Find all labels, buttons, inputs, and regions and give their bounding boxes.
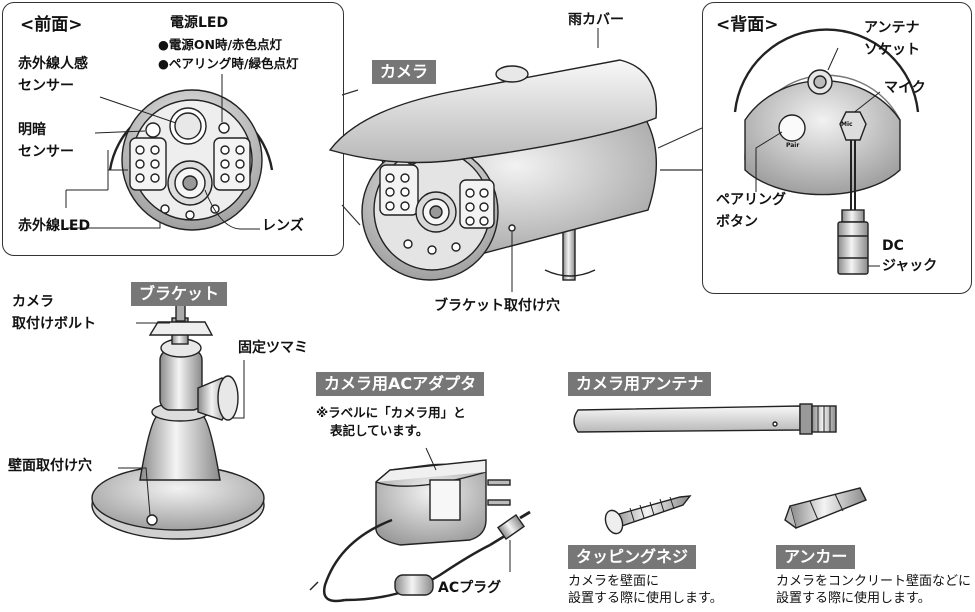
screw-drawing: [604, 495, 692, 535]
pairing-button-label-line1: ペアリング: [716, 192, 786, 208]
power-led-note-red: ●電源ON時/赤色点灯: [158, 37, 283, 52]
anchor-drawing: [784, 487, 867, 529]
bracket-hole-label: ブラケット取付け穴: [434, 298, 560, 314]
lens-label: レンズ: [262, 218, 304, 234]
light-sensor-label-line1: 明暗: [18, 122, 46, 138]
mic-print: Mic: [841, 121, 853, 128]
back-view-title: <背面>: [716, 15, 779, 35]
ac-plug-label: ACプラグ: [438, 580, 502, 596]
adapter-note-line2: 表記しています。: [330, 423, 429, 438]
adapter-badge: カメラ用ACアダプタ: [316, 372, 485, 396]
ir-sensor-label-line1: 赤外線人感: [18, 56, 88, 72]
ir-led-label: 赤外線LED: [18, 218, 91, 234]
anchor-desc-line1: カメラをコンクリート壁面などに: [776, 574, 972, 589]
knob-label: 固定ツマミ: [238, 340, 308, 356]
camera-bolt-label-line1: カメラ: [12, 294, 54, 310]
light-sensor-label-line2: センサー: [18, 144, 74, 160]
camera-bolt-label-line2: 取付けボルト: [12, 316, 96, 332]
screw-desc-line1: カメラを壁面に: [568, 574, 660, 589]
dc-jack-label-line1: DC: [882, 238, 904, 254]
screw-badge: タッピングネジ: [568, 545, 697, 569]
anchor-desc-line2: 設置する際に使用します。: [776, 591, 931, 606]
antenna-socket-label-line1: アンテナ: [864, 20, 920, 36]
wall-hole-label: 壁面取付け穴: [8, 458, 92, 474]
bracket-drawing: [91, 304, 265, 540]
pairing-button-label-line2: ボタン: [716, 214, 758, 230]
power-led-note-green: ●ペアリング時/緑色点灯: [158, 56, 299, 71]
camera-drawing: [328, 28, 658, 292]
bracket-badge: ブラケット: [131, 282, 228, 306]
pair-print: Pair: [786, 142, 800, 149]
anchor-badge: アンカー: [776, 545, 856, 569]
power-led-label: 電源LED: [170, 15, 229, 31]
adapter-note-line1: ※ラベルに「カメラ用」と: [316, 405, 466, 420]
antenna-badge: カメラ用アンテナ: [568, 372, 712, 396]
rain-cover-label: 雨カバー: [568, 12, 624, 28]
antenna-drawing: [573, 403, 837, 435]
front-view-drawing: [65, 74, 274, 231]
back-view-drawing: [733, 28, 920, 275]
dc-jack-label-line2: ジャック: [882, 258, 938, 274]
adapter-drawing: [309, 447, 531, 603]
ir-sensor-label-line2: センサー: [18, 78, 74, 94]
front-view-title: <前面>: [20, 15, 83, 35]
camera-badge: カメラ: [372, 60, 437, 84]
mic-label: マイク: [884, 80, 926, 96]
antenna-socket-label-line2: ソケット: [864, 42, 920, 58]
screw-desc-line2: 設置する際に使用します。: [568, 591, 723, 606]
